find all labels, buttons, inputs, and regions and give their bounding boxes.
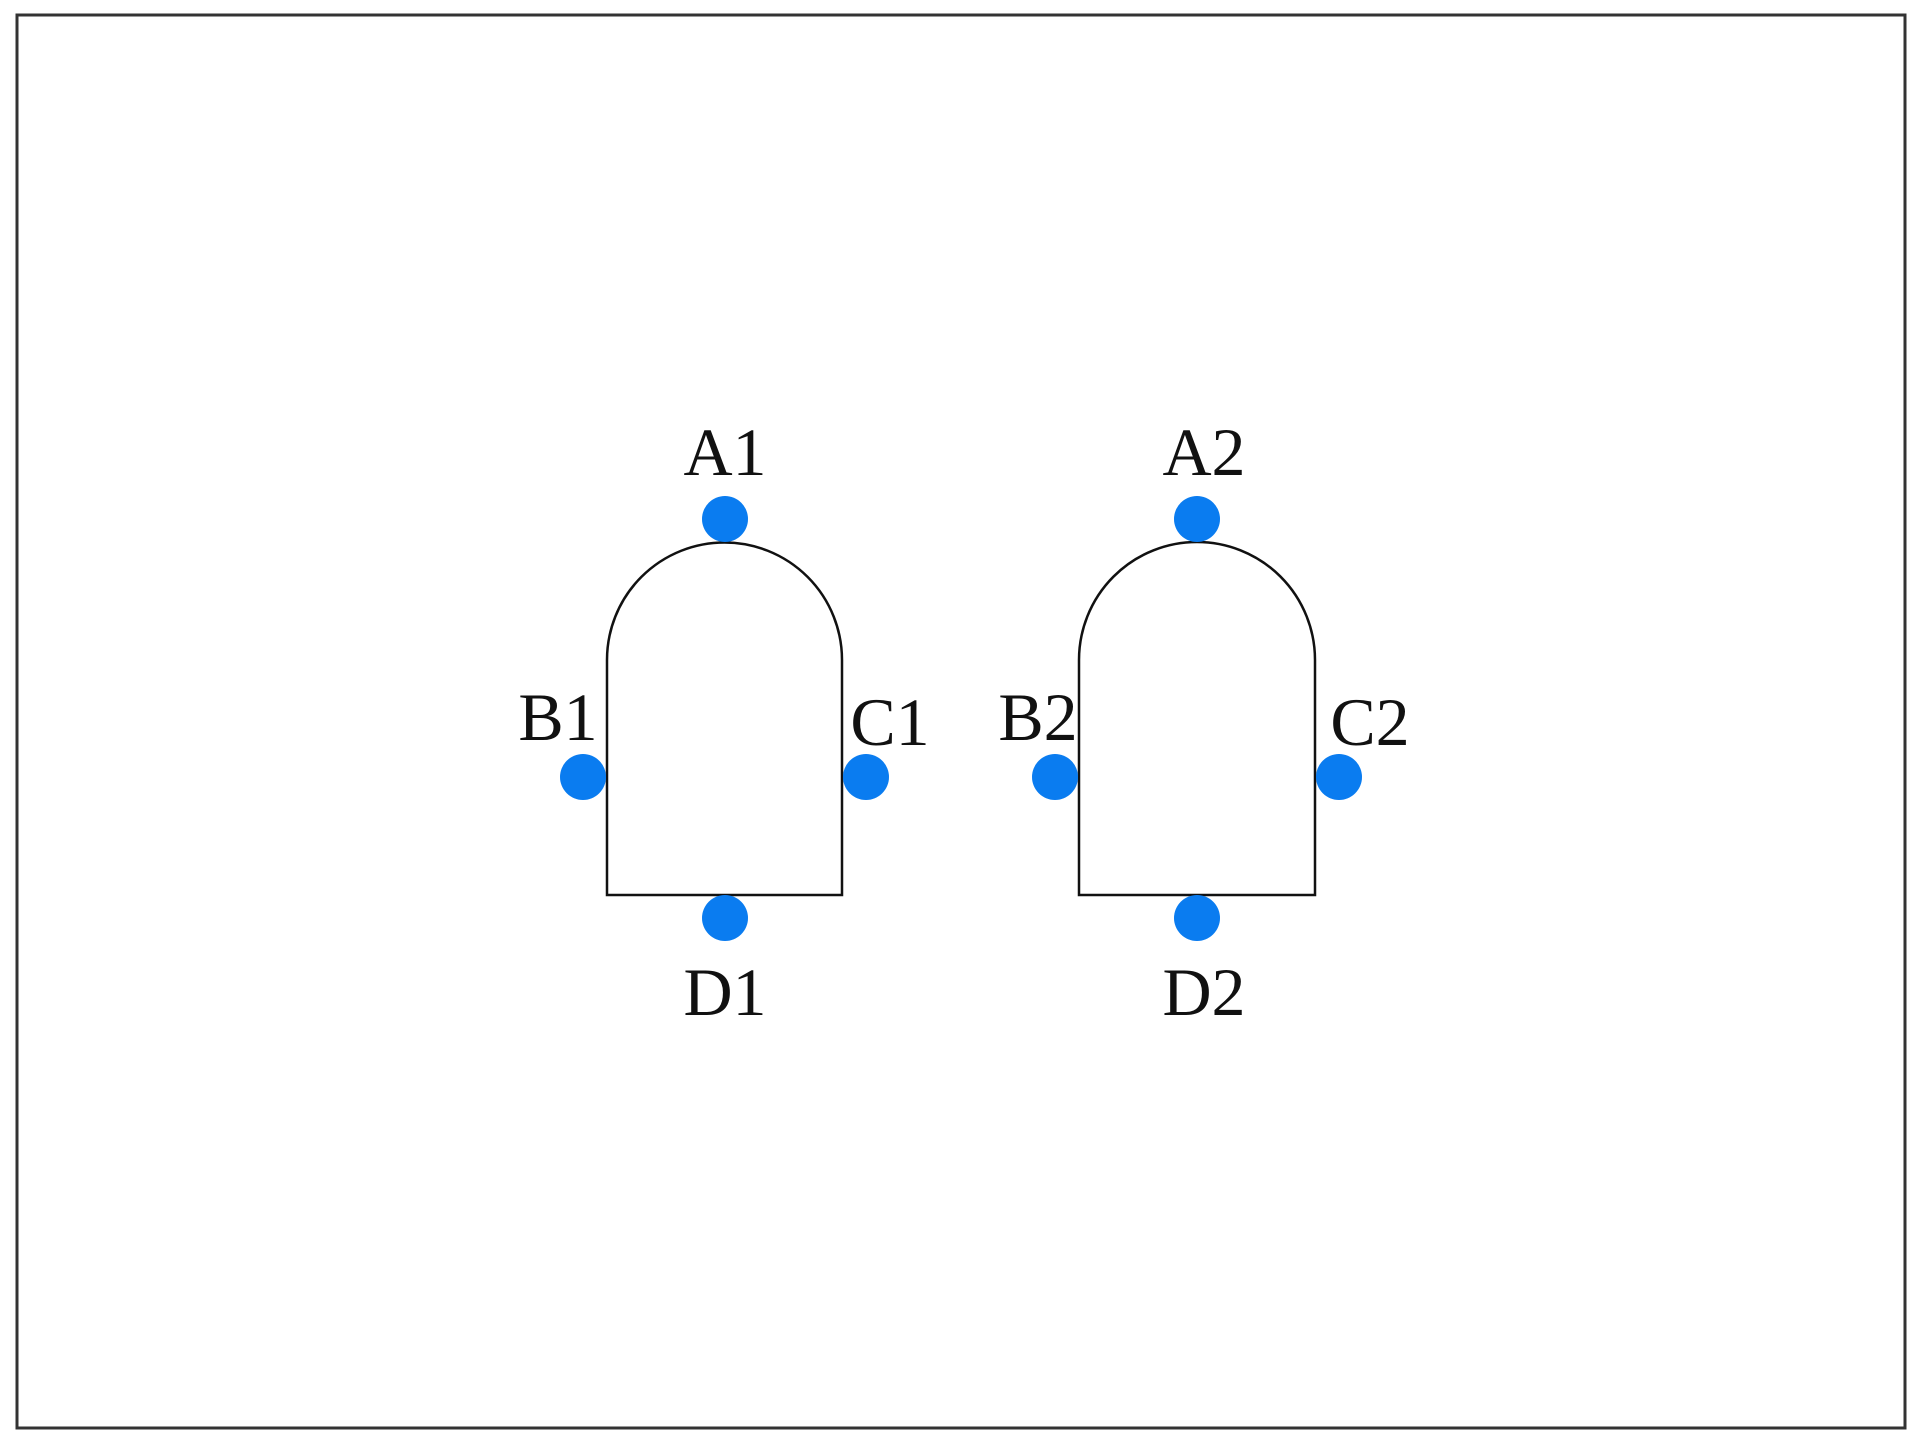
label-d2: D2 bbox=[1162, 954, 1245, 1030]
point-c2 bbox=[1316, 754, 1362, 800]
point-b1 bbox=[560, 754, 606, 800]
label-b2: B2 bbox=[998, 679, 1077, 755]
arch-shape-2: A2 B2 C2 D2 bbox=[998, 414, 1409, 1030]
point-d1 bbox=[702, 895, 748, 941]
diagram-frame bbox=[15, 13, 1907, 1430]
label-b1: B1 bbox=[518, 679, 597, 755]
point-a1 bbox=[702, 496, 748, 542]
arch-outline-1 bbox=[605, 541, 844, 897]
arch-outline-2 bbox=[1077, 540, 1317, 897]
point-d2 bbox=[1174, 895, 1220, 941]
label-d1: D1 bbox=[683, 954, 766, 1030]
point-a2 bbox=[1174, 496, 1220, 542]
arch-shape-1: A1 B1 C1 D1 bbox=[518, 414, 929, 1030]
point-b2 bbox=[1032, 754, 1078, 800]
point-c1 bbox=[843, 754, 889, 800]
label-c2: C2 bbox=[1330, 684, 1409, 760]
label-a2: A2 bbox=[1162, 414, 1245, 490]
label-a1: A1 bbox=[683, 414, 766, 490]
label-c1: C1 bbox=[850, 684, 929, 760]
